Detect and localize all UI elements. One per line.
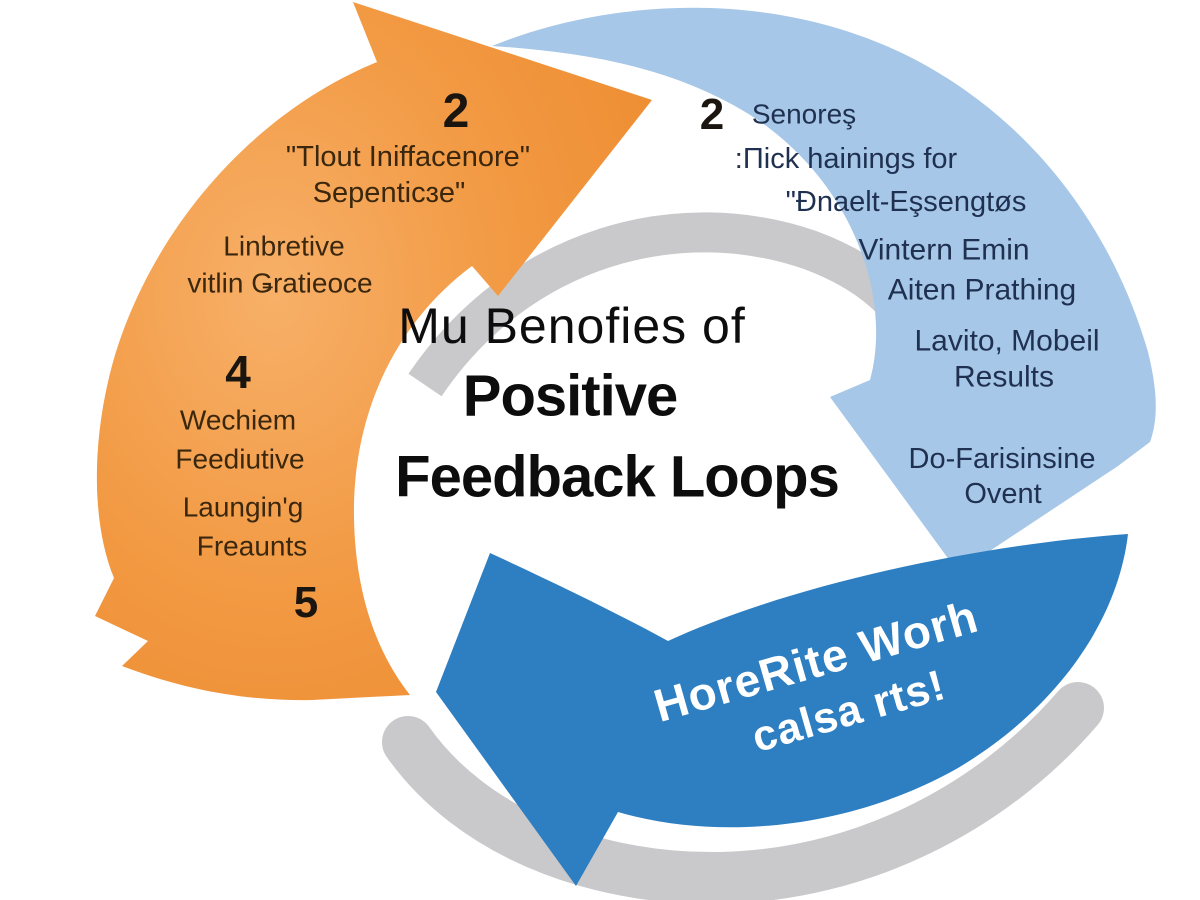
- orange-label1-line2: vitlin Ǥratieoce: [187, 267, 373, 299]
- orange-step-number-mid: 4: [225, 345, 251, 398]
- gray-shadow-arc: [382, 682, 1104, 900]
- center-title-line3: Feedback Loops: [395, 444, 840, 510]
- orange-label3-line2: Freaunts: [196, 530, 308, 562]
- orange-label2-line1: Wechiem: [179, 404, 297, 436]
- blue-label-line3: Vintern Emin: [858, 233, 1030, 267]
- blue-step-number: 2: [699, 89, 725, 139]
- orange-quote-line2: Sepenticɜe": [312, 176, 466, 209]
- center-title-line1: Mu Benofies of: [398, 297, 746, 354]
- orange-quote-line1: "Tlout Iniffacenore": [285, 140, 531, 173]
- orange-step-number-top: 2: [442, 84, 470, 138]
- light-blue-arrow: [492, 7, 1156, 572]
- dark-blue-arrow: [436, 534, 1128, 886]
- blue-label-line6a: Do-Farisinsine: [908, 442, 1096, 475]
- center-title-line2: Positive: [462, 363, 678, 429]
- blue-label-line1: :Πick hainings for: [734, 142, 958, 175]
- orange-label2-line2: Feediutive: [175, 443, 305, 475]
- blue-label-senores: Senoreş: [751, 98, 857, 130]
- orange-arrow: [95, 2, 652, 701]
- orange-label1-line1: Linbretive: [223, 230, 345, 262]
- blue-label-line5b: Results: [953, 360, 1055, 394]
- blue-label-line5a: Lavito, Mobeil: [914, 324, 1100, 358]
- blue-label-line6b: Ovent: [964, 477, 1042, 510]
- orange-step-number-bottom: 5: [293, 577, 319, 627]
- blue-label-line4: Aiten Prathing: [887, 273, 1077, 307]
- orange-label3-line1: Laungin'g: [182, 491, 304, 523]
- blue-label-line2: "Ðnaelt-Eşsengtøs: [785, 185, 1027, 218]
